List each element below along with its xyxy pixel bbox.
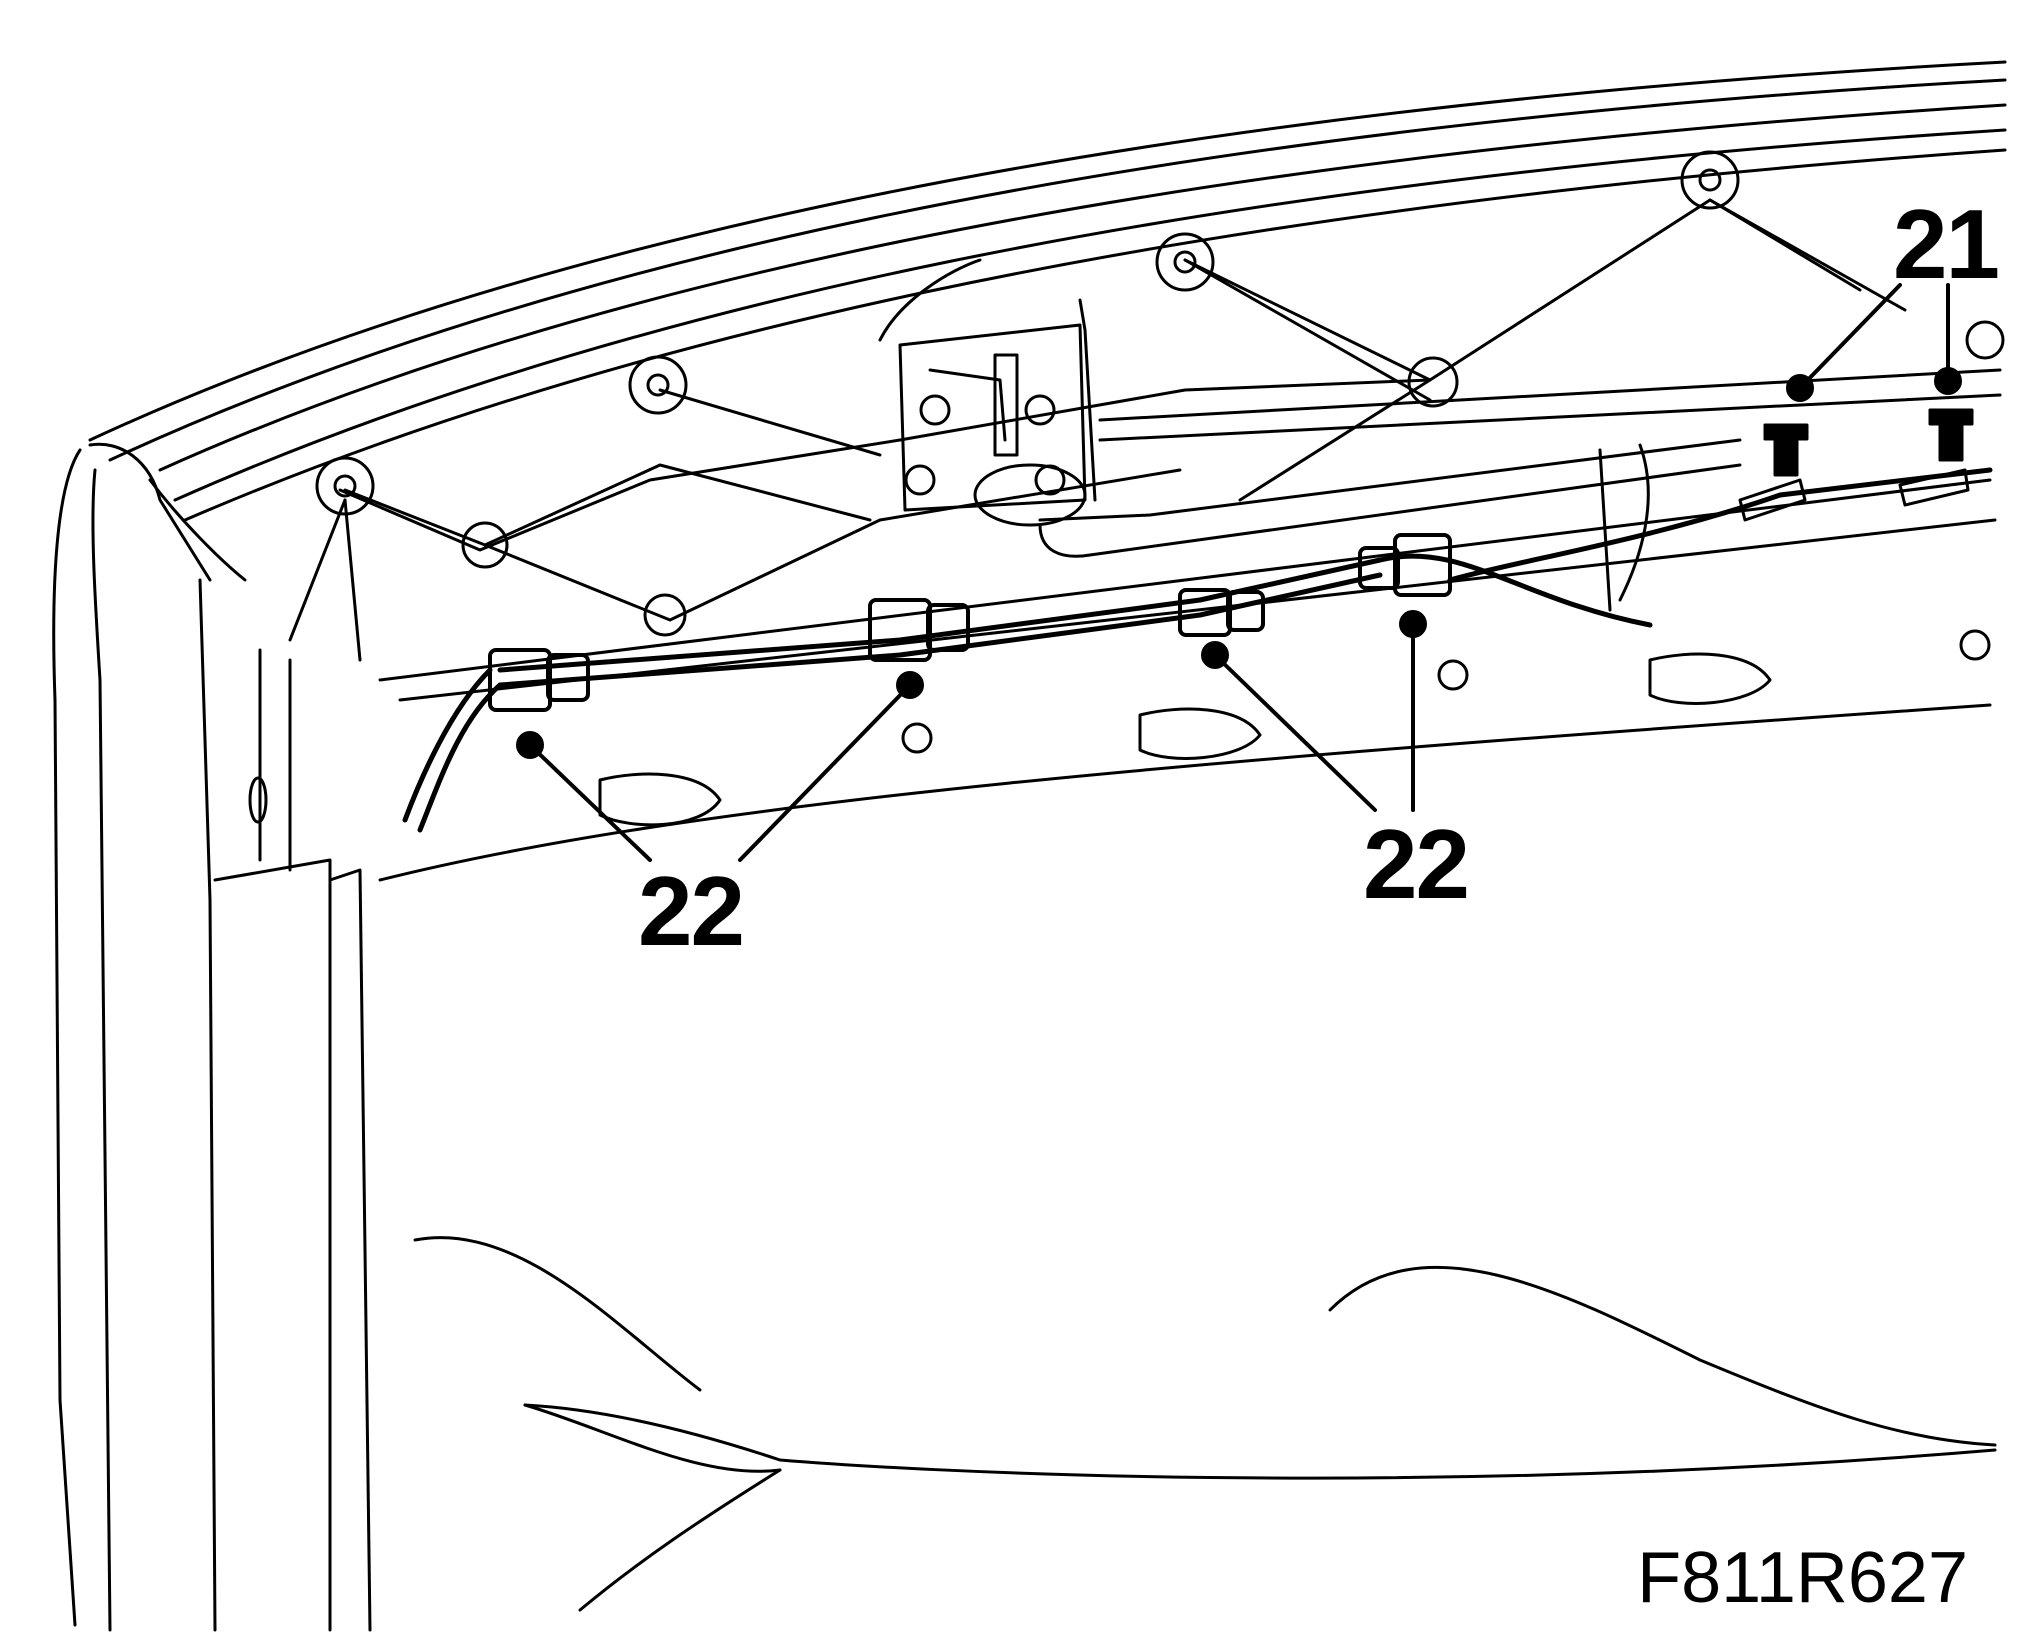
- bolts: [1738, 408, 1974, 522]
- harness-clips: [488, 533, 1452, 712]
- callout-label-22-right: 22: [1363, 809, 1470, 919]
- a-pillar: [52, 442, 372, 1632]
- callout-leaders: [516, 283, 1962, 862]
- roof-edge: [88, 60, 2007, 522]
- headliner-folds: [413, 1236, 1997, 1612]
- callout-label-22-left: 22: [638, 856, 745, 966]
- figure-reference-code: F811R627: [1637, 1538, 1968, 1618]
- roof-frame-lattice: [288, 198, 2002, 702]
- upper-rail: [1038, 438, 1742, 612]
- latch-bracket: [878, 258, 1097, 527]
- lower-panel: [378, 629, 1992, 882]
- callout-label-21: 21: [1893, 189, 2000, 299]
- frame-eyelets: [315, 150, 2005, 637]
- wiring-harness: [402, 467, 1993, 833]
